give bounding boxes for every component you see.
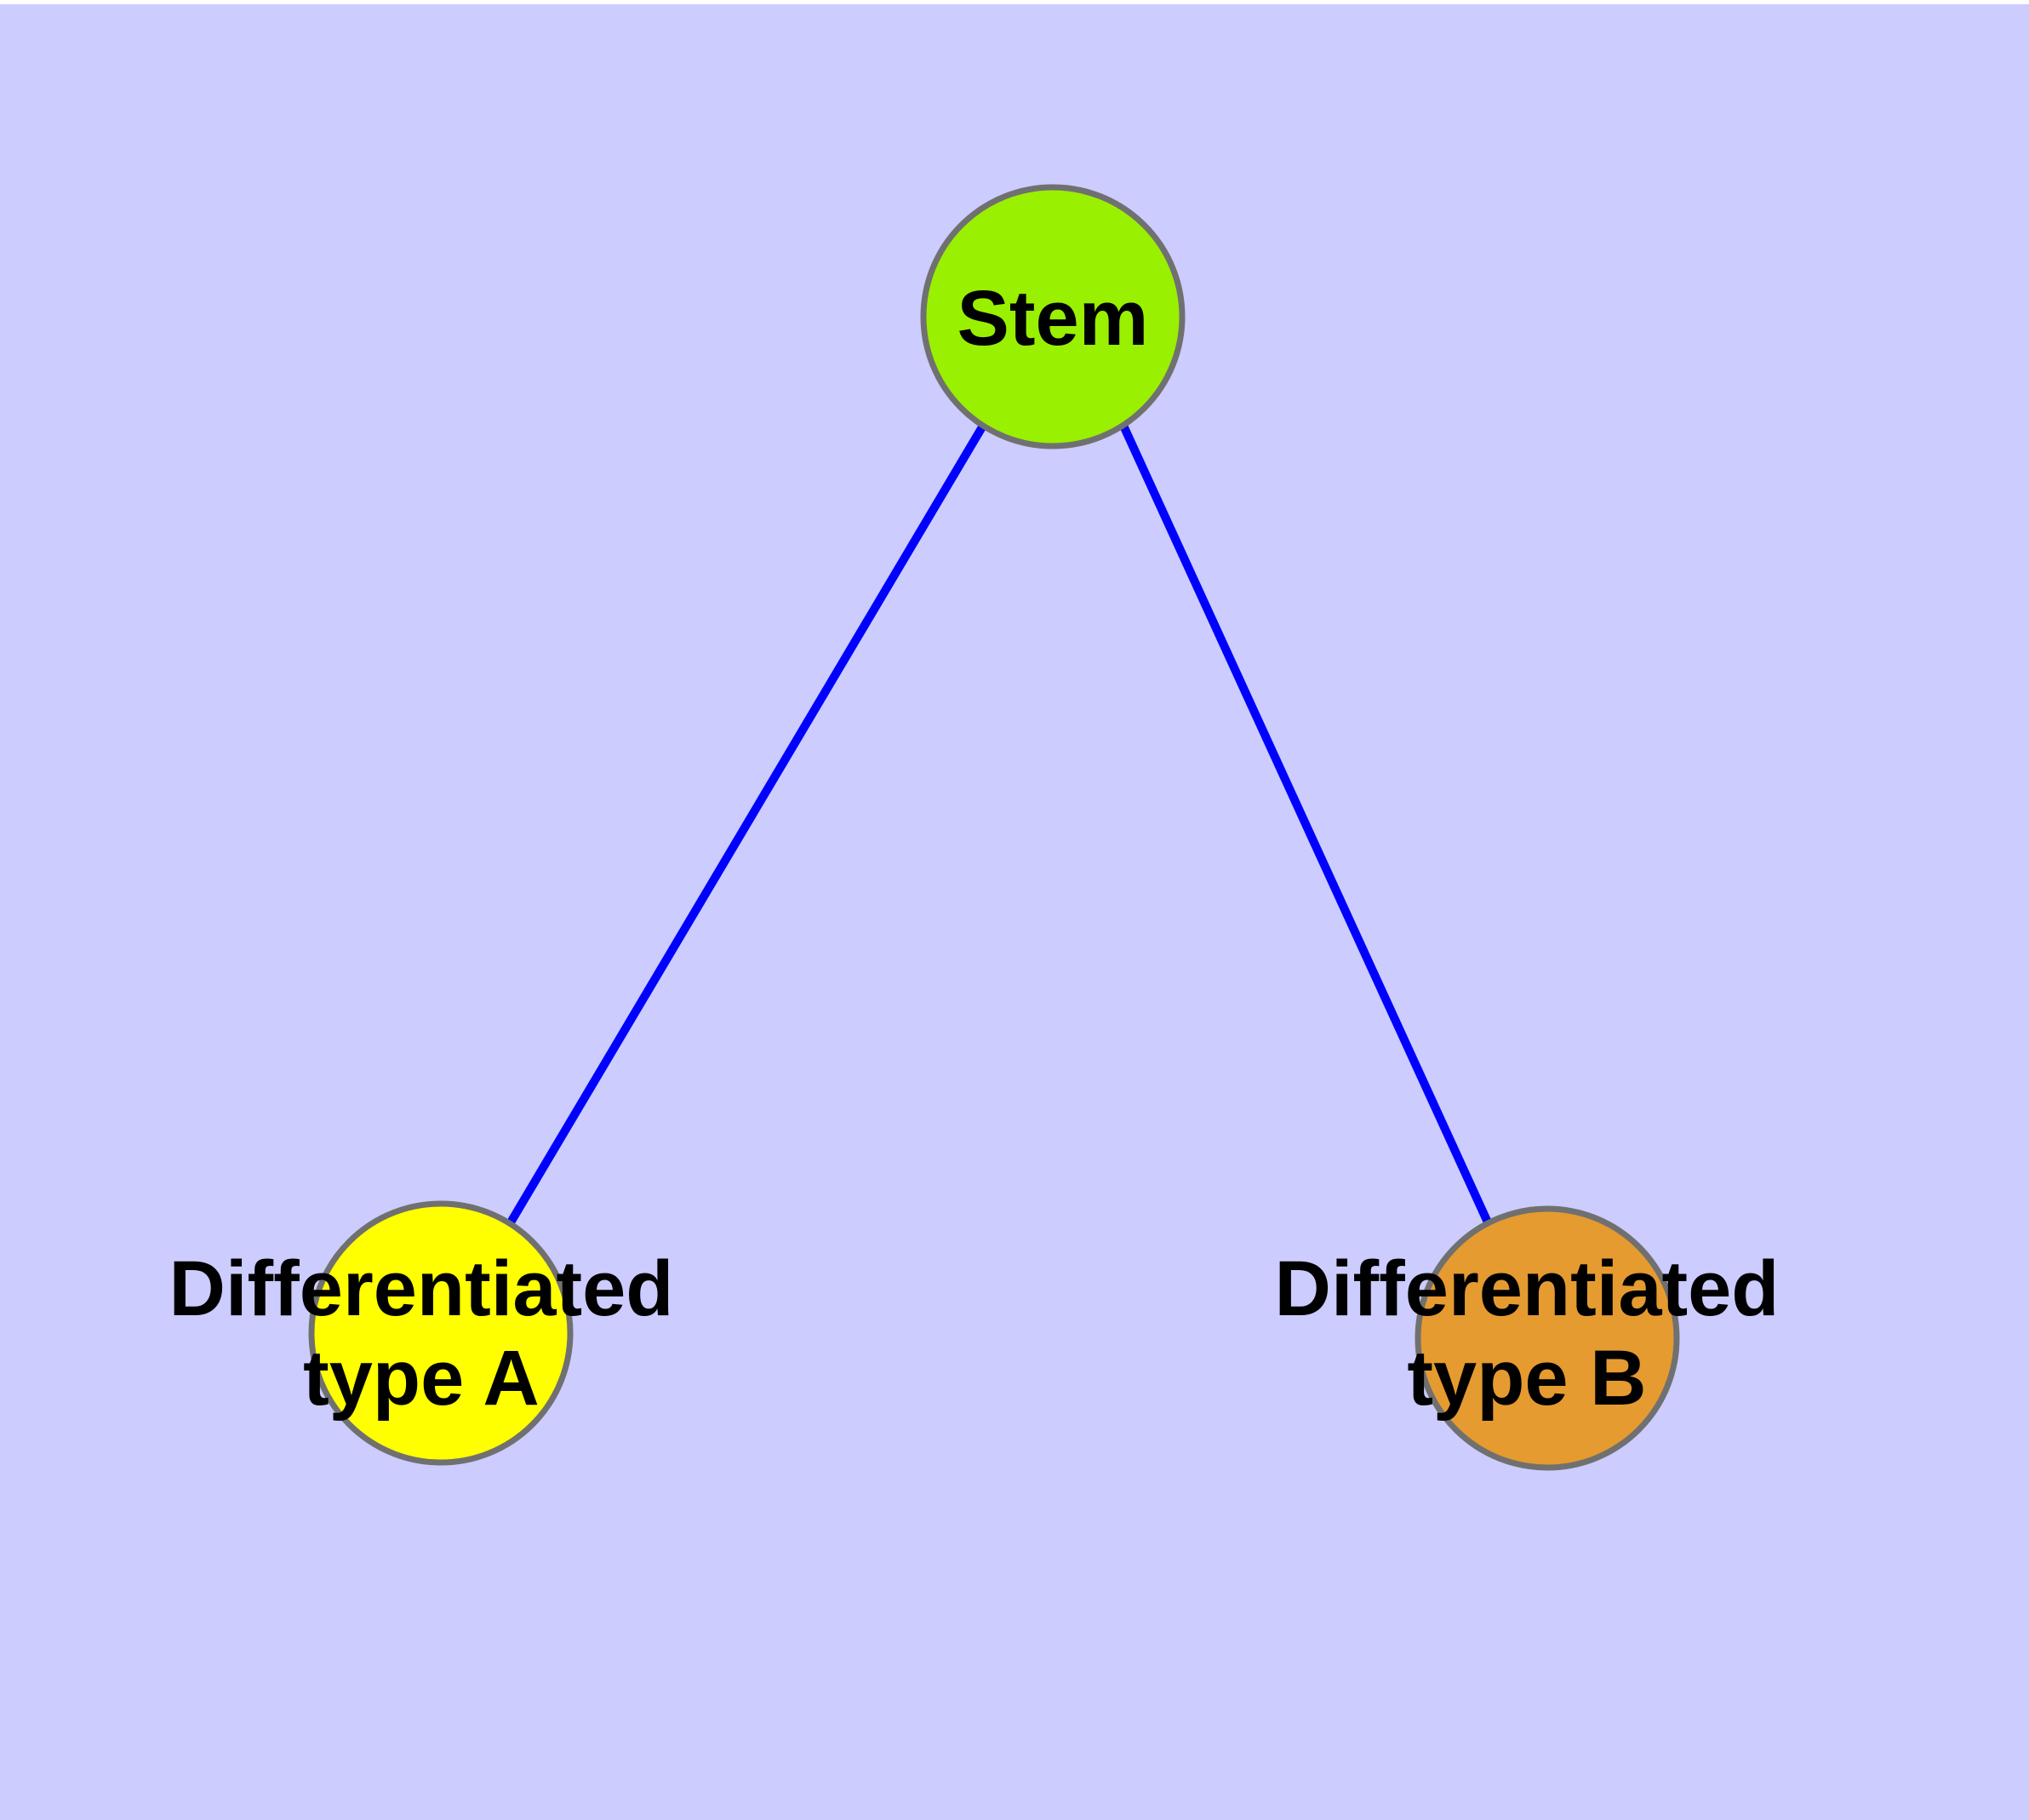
node-stem[interactable]: Stem xyxy=(920,184,1186,449)
edge-stem-to-diff-b[interactable] xyxy=(1119,423,1493,1227)
top-edge-strip xyxy=(0,0,2029,4)
node-diff-b-label-line-1: Differentiated xyxy=(1275,1245,1780,1332)
node-stem-label-line-1: Stem xyxy=(957,275,1149,362)
node-diff-b-label-line-2: type B xyxy=(1407,1335,1646,1422)
node-diff-a-label-line-2: type A xyxy=(303,1335,540,1422)
edge-stem-to-diff-a[interactable] xyxy=(506,423,987,1225)
edges-layer xyxy=(506,423,1493,1227)
node-diff-b[interactable]: Differentiated type B xyxy=(1275,1205,1780,1471)
node-diff-a-circle[interactable] xyxy=(308,1200,574,1466)
node-diff-a-label-line-1: Differentiated xyxy=(169,1245,674,1332)
node-diff-a[interactable]: Differentiated type A xyxy=(169,1200,674,1466)
node-diff-b-circle[interactable] xyxy=(1415,1205,1680,1471)
nodes-layer: Stem Differentiated type A Differentiate… xyxy=(169,184,1780,1471)
node-stem-circle[interactable] xyxy=(920,184,1186,449)
